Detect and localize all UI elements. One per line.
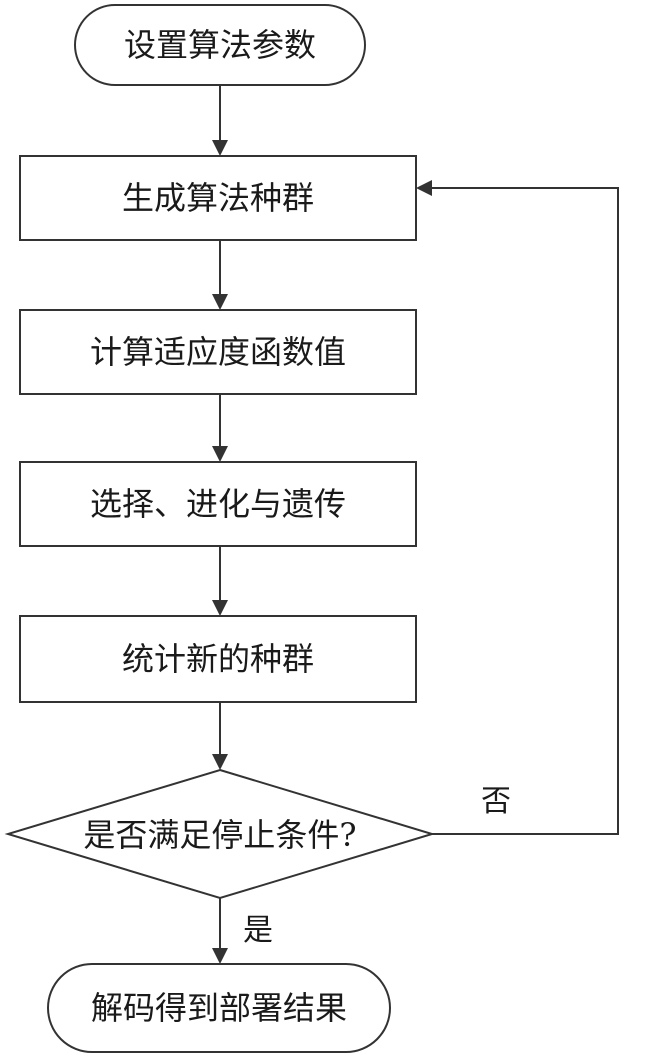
arrowhead-fitness-evolve (212, 446, 228, 462)
fitness-box (19, 309, 417, 395)
statistics-label: 统计新的种群 (122, 640, 314, 678)
arrowhead-statistics-decision (212, 754, 228, 770)
connector-loop-no (432, 187, 619, 835)
decision-label: 是否满足停止条件? (83, 816, 356, 854)
fitness-label: 计算适应度函数值 (90, 333, 346, 371)
arrowhead-loop-no (416, 180, 432, 196)
statistics-box (19, 615, 417, 703)
no-edge-label: 否 (481, 784, 511, 819)
arrowhead-generate-fitness (212, 294, 228, 310)
evolve-box (19, 461, 417, 547)
generate-population-label: 生成算法种群 (122, 179, 314, 217)
start-label: 设置算法参数 (124, 26, 316, 64)
end-terminator (47, 963, 391, 1053)
arrowhead-decision-end (212, 948, 228, 964)
arrowhead-start-generate (212, 140, 228, 156)
end-label: 解码得到部署结果 (91, 989, 347, 1027)
arrowhead-evolve-statistics (212, 600, 228, 616)
yes-edge-label: 是 (243, 913, 273, 948)
evolve-label: 选择、进化与遗传 (90, 485, 346, 523)
generate-population-box (19, 155, 417, 241)
